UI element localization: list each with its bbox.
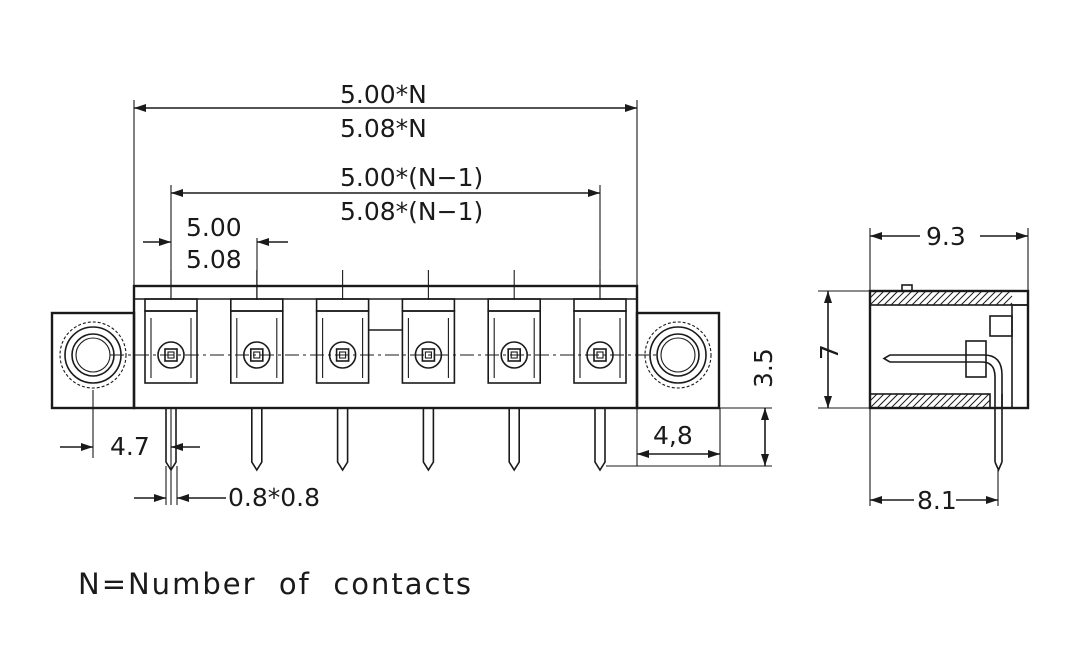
dim-flange-offset: 4.7 bbox=[110, 432, 150, 461]
side-view bbox=[868, 284, 1030, 472]
connector-body bbox=[132, 284, 639, 410]
front-view bbox=[50, 270, 721, 472]
dim-side-pin-offset: 8.1 bbox=[917, 486, 957, 515]
contact bbox=[315, 270, 370, 472]
dim-pitch-508: 5.08 bbox=[186, 245, 242, 274]
contact bbox=[487, 270, 542, 472]
dim-pin-center-height: 3.5 bbox=[749, 348, 778, 388]
dim-overall-508: 5.08*N bbox=[340, 114, 427, 143]
side-dimensions: 9.3 7 8.1 bbox=[815, 222, 1029, 515]
dim-side-height: 7 bbox=[815, 344, 844, 360]
dim-overall-500: 5.00*N bbox=[340, 80, 427, 109]
dim-pin-length: 4,8 bbox=[653, 421, 693, 450]
right-screw-icon bbox=[644, 321, 712, 389]
dim-span-500: 5.00*(N−1) bbox=[340, 163, 483, 192]
dim-span-508: 5.08*(N−1) bbox=[340, 197, 483, 226]
contacts-group bbox=[144, 270, 627, 472]
dim-pin-size: 0.8*0.8 bbox=[228, 483, 320, 512]
side-body bbox=[868, 289, 1030, 410]
dim-pitch-500: 5.00 bbox=[186, 213, 242, 242]
contacts-note: N=Number of contacts bbox=[78, 567, 473, 601]
front-dimensions: 5.00*N 5.08*N 5.00*(N−1) 5.08*(N−1) 5.00… bbox=[60, 80, 778, 512]
dim-side-depth: 9.3 bbox=[926, 222, 966, 251]
contact bbox=[401, 270, 456, 472]
